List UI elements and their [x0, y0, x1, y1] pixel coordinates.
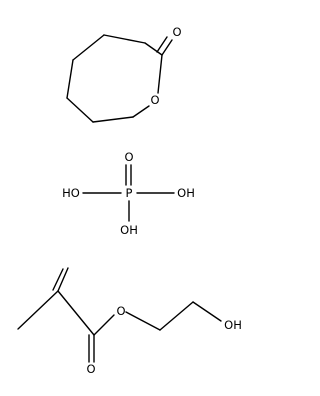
ring-bond: [66, 59, 74, 99]
carbonyl-double-bond: [161, 39, 173, 56]
hydroxyl-left-label: HO: [62, 186, 80, 200]
ring-bond: [92, 116, 134, 123]
ring-bond: [72, 34, 105, 61]
backbone-bond: [57, 290, 95, 336]
ester-bond: [93, 314, 115, 336]
ring-bond: [103, 34, 146, 44]
hydroxyl-right-label: OH: [177, 186, 195, 200]
hydroxyl-bond: [192, 301, 222, 322]
vinyl-double-bond: [52, 268, 64, 291]
carbonyl-double-bond: [156, 36, 168, 53]
ethylene-bond: [159, 301, 194, 331]
vinyl-double-bond: [57, 267, 69, 292]
ethylene-bond: [125, 311, 161, 331]
caprolactone-molecule: O O: [66, 25, 182, 123]
phosphoric-acid-molecule: O HO P OH OH: [62, 150, 195, 237]
hydroxyl-bottom-label: OH: [120, 223, 138, 237]
ring-bond: [132, 105, 150, 118]
ring-bond: [66, 97, 94, 123]
hema-molecule: O O OH: [17, 267, 242, 376]
ring-bond: [157, 54, 163, 94]
ring-bond: [144, 42, 163, 56]
ester-oxygen-label: O: [116, 304, 125, 318]
chemical-structures-diagram: O O O HO P OH OH: [17, 25, 242, 376]
phosphorus-label: P: [126, 186, 133, 200]
methyl-bond: [17, 290, 59, 330]
carbonyl-oxygen-label: O: [86, 362, 95, 376]
hydroxyl-label: OH: [224, 318, 242, 332]
phosphoryl-oxygen-label: O: [124, 150, 133, 164]
ring-oxygen-label: O: [150, 93, 159, 107]
carbonyl-oxygen-label: O: [172, 25, 181, 39]
